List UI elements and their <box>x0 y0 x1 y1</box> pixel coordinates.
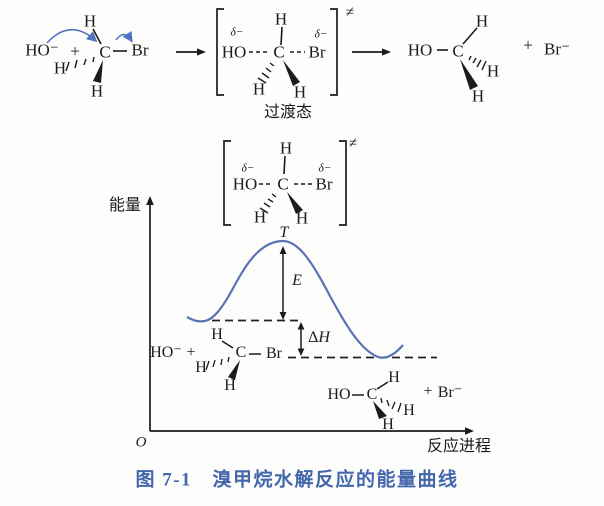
delta-minus-label: δ− <box>318 162 332 175</box>
transition-state-1-artwork <box>216 8 338 96</box>
transition-state-symbol: ≠ <box>348 135 358 152</box>
y-axis-arrow-icon <box>146 196 154 205</box>
hydrogen-label: H <box>224 377 236 394</box>
hydrogen-label: H <box>295 208 309 228</box>
enthalpy-arrow <box>297 322 305 356</box>
carbon-label: C <box>99 42 111 62</box>
hydrogen-label: H <box>253 207 267 227</box>
reaction-arrow-icon <box>352 48 391 56</box>
hydroxide-ion-label: HO⁻ <box>150 344 182 361</box>
enthalpy-label: ΔH <box>308 330 330 346</box>
hydroxyl-label: HO <box>327 386 351 403</box>
hydrogen-label: H <box>293 82 307 102</box>
bromine-label: Br <box>131 40 149 60</box>
plus-sign: + <box>186 344 196 361</box>
reaction-arrow-icon <box>176 48 206 56</box>
hydroxyl-label: HO <box>407 40 433 60</box>
product-structure-bonds <box>437 27 487 90</box>
hydrogen-label: H <box>90 81 104 101</box>
enthalpy-h-glyph: H <box>318 329 330 346</box>
carbon-label: C <box>235 344 247 361</box>
curved-arrow-icon <box>115 30 133 43</box>
bromide-ion-label: Br⁻ <box>437 384 463 401</box>
x-axis-arrow-icon <box>465 427 474 435</box>
origin-label: O <box>135 434 147 451</box>
carbon-label: C <box>273 42 285 62</box>
peak-label: T <box>279 224 289 241</box>
plus-sign: + <box>523 35 533 55</box>
transition-state-2-artwork <box>223 140 347 226</box>
transition-state-symbol: ≠ <box>345 4 355 21</box>
hydrogen-label: H <box>53 58 67 78</box>
hydrogen-label: H <box>83 11 97 31</box>
delta-minus-label: δ− <box>230 26 244 39</box>
delta-minus-label: δ− <box>241 162 255 175</box>
carbon-label: C <box>452 41 464 61</box>
hydroxyl-label: HO <box>221 42 247 62</box>
delta-glyph: Δ <box>308 329 319 346</box>
delta-minus-label: δ− <box>314 28 328 41</box>
curved-arrow-icon <box>46 29 98 44</box>
x-axis-label: 反应进程 <box>426 438 492 455</box>
wedge-bond <box>93 60 103 83</box>
hydrogen-label: H <box>486 61 500 81</box>
bromide-ion-label: Br⁻ <box>544 39 570 59</box>
activation-energy-label: E <box>292 272 302 289</box>
hydroxyl-label: HO <box>232 174 258 194</box>
energy-level-lines <box>212 319 437 359</box>
hydrogen-label: H <box>279 138 293 158</box>
energy-curve <box>186 239 404 359</box>
hydrogen-label: H <box>274 9 288 29</box>
bromine-label: Br <box>308 42 326 62</box>
hydrogen-label: H <box>211 326 223 343</box>
transition-state-label: 过渡态 <box>263 104 313 121</box>
carbon-label: C <box>277 174 289 194</box>
plus-sign: + <box>70 41 80 61</box>
bromine-label: Br <box>315 174 333 194</box>
hydrogen-label: H <box>403 402 415 419</box>
plot-reactant-structure-bonds <box>205 340 261 380</box>
figure-caption: 图 7-1 溴甲烷水解反应的能量曲线 <box>135 469 459 491</box>
bromine-label: Br <box>266 345 282 362</box>
y-axis-label: 能量 <box>108 197 142 214</box>
plus-sign: + <box>423 383 433 400</box>
carbon-label: C <box>366 386 378 403</box>
plot-product-structure-bonds <box>352 381 402 419</box>
hydroxide-ion-label: HO⁻ <box>25 40 59 60</box>
activation-energy-arrow <box>279 246 287 320</box>
hydrogen-label: H <box>475 11 489 31</box>
electron-push-arrows <box>46 29 133 44</box>
hydrogen-label: H <box>471 86 485 106</box>
hydrogen-label: H <box>382 416 394 433</box>
hydrogen-label: H <box>195 359 207 376</box>
hydrogen-label: H <box>252 79 266 99</box>
energy-axes <box>146 196 474 435</box>
reactant-structure-bonds <box>65 28 127 83</box>
hydrogen-label: H <box>388 369 400 386</box>
